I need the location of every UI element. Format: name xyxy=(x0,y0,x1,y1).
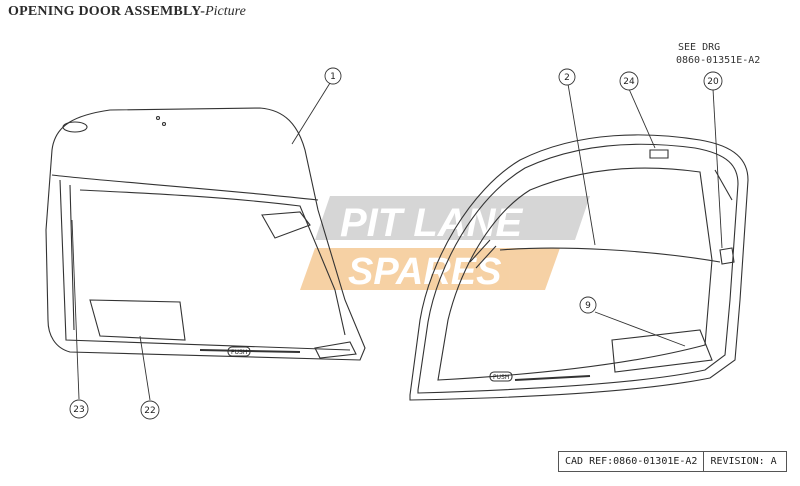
callout-23-circle xyxy=(69,399,89,419)
callout-22-circle xyxy=(140,400,160,420)
leader-23 xyxy=(71,219,80,400)
revision: REVISION: A xyxy=(710,456,777,467)
left-door-hole-b xyxy=(161,121,167,127)
left-door xyxy=(45,107,366,361)
right-door-release-cable xyxy=(514,375,591,381)
leader-20 xyxy=(712,88,723,249)
callout-2-label: 2 xyxy=(564,73,570,83)
left-push-button xyxy=(227,346,251,357)
page-title: OPENING DOOR ASSEMBLY-Picture xyxy=(8,4,246,20)
callout-9: 9 xyxy=(579,296,597,314)
callout-9-circle xyxy=(579,296,597,314)
watermark-band-bottom xyxy=(300,248,560,290)
callout-23-label: 23 xyxy=(73,405,84,415)
callout-20-circle xyxy=(703,71,723,91)
left-door-outer-panel xyxy=(45,107,366,361)
right-door-hinge xyxy=(469,239,497,269)
callout-1-circle xyxy=(324,67,342,85)
callout-24-label: 24 xyxy=(623,77,635,87)
left-door-vent xyxy=(62,121,88,133)
see-drg-label: SEE DRG xyxy=(678,42,721,53)
callout-24-circle xyxy=(619,71,639,91)
right-door-inner-frame xyxy=(417,143,739,394)
left-door-latch-bracket xyxy=(314,341,357,359)
right-door-outer-frame xyxy=(409,134,749,401)
watermark-band-top xyxy=(315,196,590,240)
left-door-glass-recess xyxy=(69,184,346,336)
cad-ref: CAD REF:0860-01301E-A2 xyxy=(559,452,705,471)
right-door-striker xyxy=(719,247,735,265)
callouts: 1 2 24 20 9 23 22 xyxy=(69,67,723,420)
right-door-lower-pocket xyxy=(611,329,713,373)
leader-22 xyxy=(139,335,151,401)
callout-20: 20 xyxy=(703,71,723,91)
leader-1 xyxy=(291,82,331,145)
callout-22-label: 22 xyxy=(144,406,155,416)
callout-1: 1 xyxy=(324,67,342,85)
title-subtitle: Picture xyxy=(205,4,246,19)
see-drawing-reference: SEE DRG 0860-01351E-A2 xyxy=(676,41,761,67)
leader-9 xyxy=(594,311,686,347)
right-door-top-fitting xyxy=(649,149,669,159)
watermark-logo: PIT LANE SPARES xyxy=(300,196,590,293)
left-door-top-edge xyxy=(51,174,319,201)
left-door-inner-frame xyxy=(59,179,351,351)
callout-2-circle xyxy=(558,68,576,86)
callout-23: 23 xyxy=(69,399,89,419)
title-block: CAD REF:0860-01301E-A2 REVISION: A xyxy=(558,451,787,472)
callout-20-label: 20 xyxy=(707,77,719,87)
callout-leaders xyxy=(71,82,723,401)
callout-9-label: 9 xyxy=(585,301,591,311)
callout-2: 2 xyxy=(558,68,576,86)
right-door xyxy=(409,134,749,401)
left-push-label: PUSH xyxy=(231,349,247,356)
right-door-crossbar xyxy=(499,247,721,263)
left-door-lower-pocket xyxy=(89,299,186,341)
title-separator: - xyxy=(200,4,206,19)
right-push-button xyxy=(489,371,513,382)
watermark-line1: PIT LANE xyxy=(340,201,524,245)
see-drg-number: 0860-01351E-A2 xyxy=(676,55,761,66)
leader-2 xyxy=(567,83,596,246)
left-door-hinge-bracket xyxy=(261,211,311,239)
right-door-glass-opening xyxy=(437,167,713,381)
callout-22: 22 xyxy=(140,400,160,420)
callout-24: 24 xyxy=(619,71,639,91)
right-push-label: PUSH xyxy=(493,374,509,381)
callout-1-label: 1 xyxy=(330,72,336,82)
watermark-line2: SPARES xyxy=(348,251,501,293)
left-door-hole-a xyxy=(155,115,161,121)
leader-24 xyxy=(628,88,656,149)
title-main: OPENING DOOR ASSEMBLY xyxy=(8,4,201,19)
